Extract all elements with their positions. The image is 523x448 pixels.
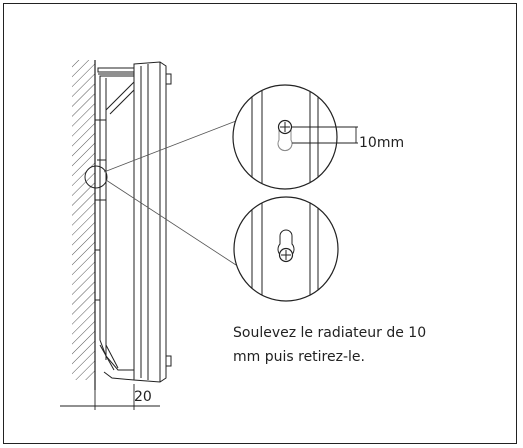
callout-leader-lines xyxy=(103,120,237,266)
wall xyxy=(72,60,96,390)
instruction-text: Soulevez le radiateur de 10 mm puis reti… xyxy=(233,325,427,365)
radiator-side-view xyxy=(95,61,172,383)
dimension-10mm xyxy=(292,126,358,144)
wall-distance-label: 20 xyxy=(134,389,152,405)
dimension-20 xyxy=(60,384,160,410)
gap-dimension-label: 10mm xyxy=(359,135,405,151)
detail-callout-lifted xyxy=(232,84,338,190)
detail-callout-mounted xyxy=(233,196,339,302)
detail-marker-circle xyxy=(84,165,108,189)
